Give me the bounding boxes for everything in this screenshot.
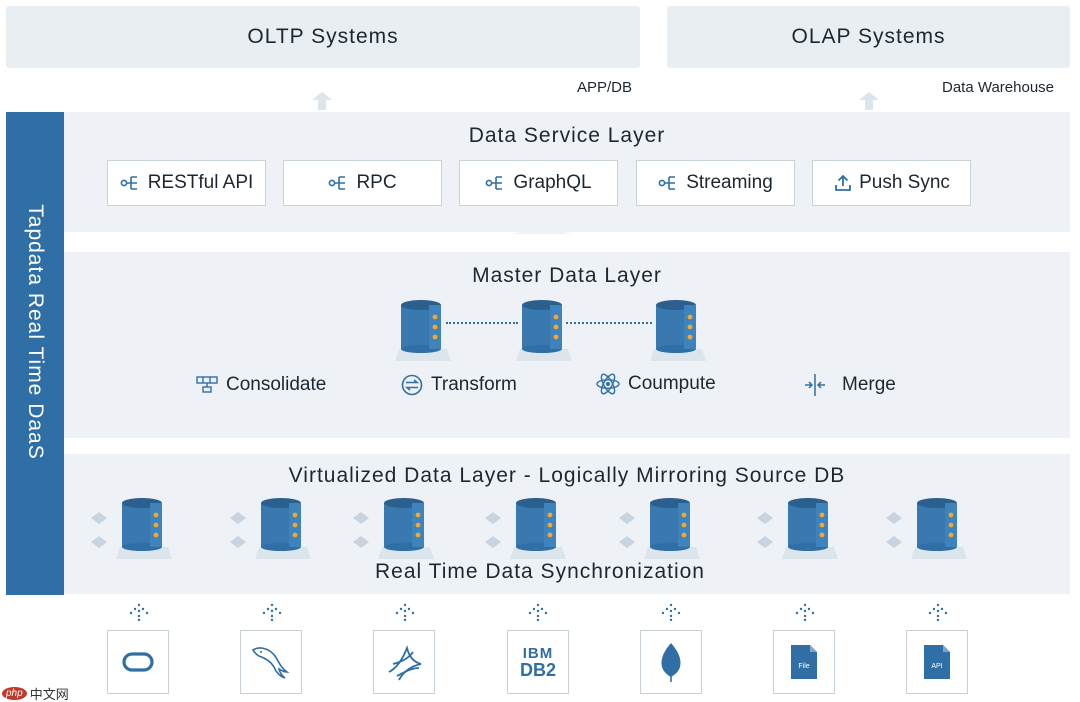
data-service-layer-title: Data Service Layer xyxy=(468,124,666,147)
source-ibm-db2: IBM DB2 xyxy=(507,630,569,694)
database-cylinder-icon xyxy=(116,498,172,559)
sync-diamond-markers xyxy=(91,512,107,548)
cylinder-link-line xyxy=(446,322,518,324)
compute-label: Coumpute xyxy=(628,373,716,394)
dotted-up-arrow-icon xyxy=(661,603,681,621)
consolidate-operation: Consolidate xyxy=(196,374,326,396)
db2-logo-text: DB2 xyxy=(519,659,556,680)
master-data-layer-title: Master Data Layer xyxy=(472,264,662,287)
merge-operation: Merge xyxy=(804,373,896,397)
api-document-icon: API xyxy=(924,645,950,679)
graphql-label: GraphQL xyxy=(513,172,592,193)
sync-diamond-markers xyxy=(757,512,773,548)
streaming-button[interactable]: Streaming xyxy=(636,160,795,206)
olap-systems-box: OLAP Systems xyxy=(667,6,1070,68)
oltp-systems-label: OLTP Systems xyxy=(247,25,399,48)
api-icon-label: API xyxy=(931,663,942,670)
source-mongodb xyxy=(640,630,702,694)
push-sync-label: Push Sync xyxy=(859,172,950,193)
virtualized-data-layer: Virtualized Data Layer - Logically Mirro… xyxy=(64,454,1070,594)
sidebar-label: Tapdata Real Time DaaS xyxy=(24,204,47,460)
graphql-button[interactable]: GraphQL xyxy=(459,160,618,206)
dotted-up-arrow-icon xyxy=(528,603,548,621)
virtualized-data-layer-title: Virtualized Data Layer - Logically Mirro… xyxy=(288,464,846,487)
restful-api-button[interactable]: RESTful API xyxy=(107,160,266,206)
source-api: API xyxy=(906,630,968,694)
api-network-icon xyxy=(329,176,346,190)
api-network-icon xyxy=(658,176,676,190)
database-cylinder-icon xyxy=(255,498,311,559)
watermark-badge: php xyxy=(2,687,27,700)
ibm-logo-text: IBM xyxy=(522,644,554,662)
oracle-logo-icon xyxy=(122,652,154,672)
dotted-up-arrow-icon xyxy=(928,603,948,621)
atom-icon xyxy=(596,373,620,395)
merge-icon xyxy=(805,374,825,396)
tapdata-sidebar xyxy=(6,112,64,595)
rpc-label: RPC xyxy=(356,172,397,193)
dotted-up-arrow-icon xyxy=(262,603,282,621)
transform-operation: Transform xyxy=(401,374,517,396)
watermark-text: 中文网 xyxy=(29,687,69,702)
database-cylinder-icon xyxy=(650,300,706,361)
source-mysql xyxy=(240,630,302,694)
sql-server-icon xyxy=(388,645,422,681)
cylinder-link-line xyxy=(566,322,652,324)
database-cylinder-icon xyxy=(510,498,566,559)
dotted-up-arrow-icon xyxy=(395,603,415,621)
real-time-sync-label: Real Time Data Synchronization xyxy=(375,560,705,583)
mongodb-leaf-icon xyxy=(661,643,681,682)
source-sql-server xyxy=(373,630,435,694)
database-cylinder-icon xyxy=(644,498,700,559)
oltp-systems-box: OLTP Systems xyxy=(6,6,640,68)
olap-systems-label: OLAP Systems xyxy=(791,25,946,48)
database-cylinder-icon xyxy=(516,300,572,361)
sync-diamond-markers xyxy=(485,512,501,548)
layer-connector-notch xyxy=(512,226,572,234)
watermark: php 中文网 xyxy=(2,684,69,702)
layer-connector-notch xyxy=(512,430,572,438)
sync-diamond-markers xyxy=(353,512,369,548)
sync-diamond-markers xyxy=(619,512,635,548)
sync-diamond-markers xyxy=(886,512,902,548)
merge-label: Merge xyxy=(842,374,896,395)
database-cylinder-icon xyxy=(911,498,967,559)
master-data-layer: Master Data Layer xyxy=(64,252,1070,438)
app-db-label: APP/DB xyxy=(577,79,633,96)
source-oracle xyxy=(107,630,169,694)
transform-icon xyxy=(401,374,423,396)
rpc-button[interactable]: RPC xyxy=(283,160,442,206)
upload-icon xyxy=(835,174,851,191)
database-cylinder-icon xyxy=(395,300,451,361)
api-network-icon xyxy=(486,176,503,190)
database-cylinder-icon xyxy=(782,498,838,559)
streaming-label: Streaming xyxy=(686,172,773,193)
restful-api-label: RESTful API xyxy=(147,172,254,193)
consolidate-label: Consolidate xyxy=(226,374,327,395)
database-cylinder-icon xyxy=(378,498,434,559)
push-sync-button[interactable]: Push Sync xyxy=(812,160,971,206)
source-file: File xyxy=(773,630,835,694)
sync-diamond-markers xyxy=(230,512,246,548)
consolidate-icon xyxy=(196,376,218,393)
mysql-dolphin-icon xyxy=(251,647,290,679)
transform-label: Transform xyxy=(431,374,517,395)
data-warehouse-label: Data Warehouse xyxy=(942,79,1055,96)
dotted-up-arrow-icon xyxy=(795,603,815,621)
up-arrow-icon xyxy=(859,92,879,110)
api-network-icon xyxy=(120,176,137,190)
dotted-up-arrow-icon xyxy=(129,603,149,621)
compute-operation: Coumpute xyxy=(596,372,716,396)
file-document-icon: File xyxy=(791,645,817,679)
file-icon-label: File xyxy=(798,663,809,670)
up-arrow-icon xyxy=(312,92,332,110)
